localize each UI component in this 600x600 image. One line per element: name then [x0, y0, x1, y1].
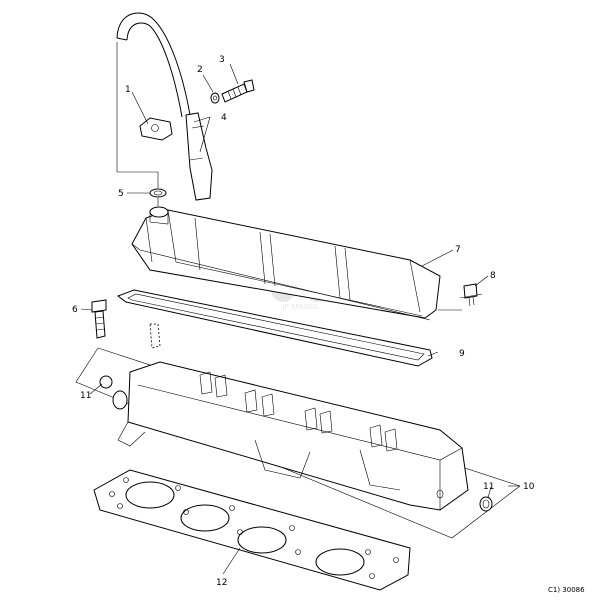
- valve-springs: [199, 371, 398, 452]
- head-gasket: [93, 469, 411, 591]
- callout-label: 11: [483, 482, 494, 492]
- callout-label: 12: [216, 578, 227, 588]
- cylinder-head: [112, 361, 469, 511]
- hose-clip: [139, 117, 173, 141]
- rocker-cover: [131, 206, 441, 321]
- filler-seal: [149, 188, 167, 198]
- clip-bolt: [221, 79, 255, 103]
- breather-hose: [116, 12, 213, 201]
- callout-label: 7: [455, 245, 461, 255]
- clip-washer: [210, 92, 220, 104]
- core-plug-right: [479, 496, 493, 512]
- callout-label: 11: [80, 391, 91, 401]
- drawing-code: C1) 30086: [548, 586, 585, 594]
- cover-bolt: [459, 283, 483, 307]
- callout-label: 4: [221, 113, 227, 123]
- callout-label: 9: [459, 349, 465, 359]
- gasket-holes: [109, 477, 399, 579]
- head-bolt: [91, 299, 107, 339]
- leader-lines: [80, 63, 520, 575]
- watermark-text: JP SPARES: [281, 303, 318, 311]
- callout-label: 10: [523, 482, 535, 492]
- callout-label: 1: [125, 85, 131, 95]
- callout-label: 6: [72, 305, 78, 315]
- core-plug-left: [99, 375, 113, 389]
- callout-label: 3: [219, 55, 225, 65]
- callout-label: 5: [118, 189, 124, 199]
- callout-label: 8: [490, 271, 496, 281]
- cover-gasket: [116, 289, 433, 367]
- injector-outline: [149, 323, 161, 349]
- callout-label: 2: [197, 65, 203, 75]
